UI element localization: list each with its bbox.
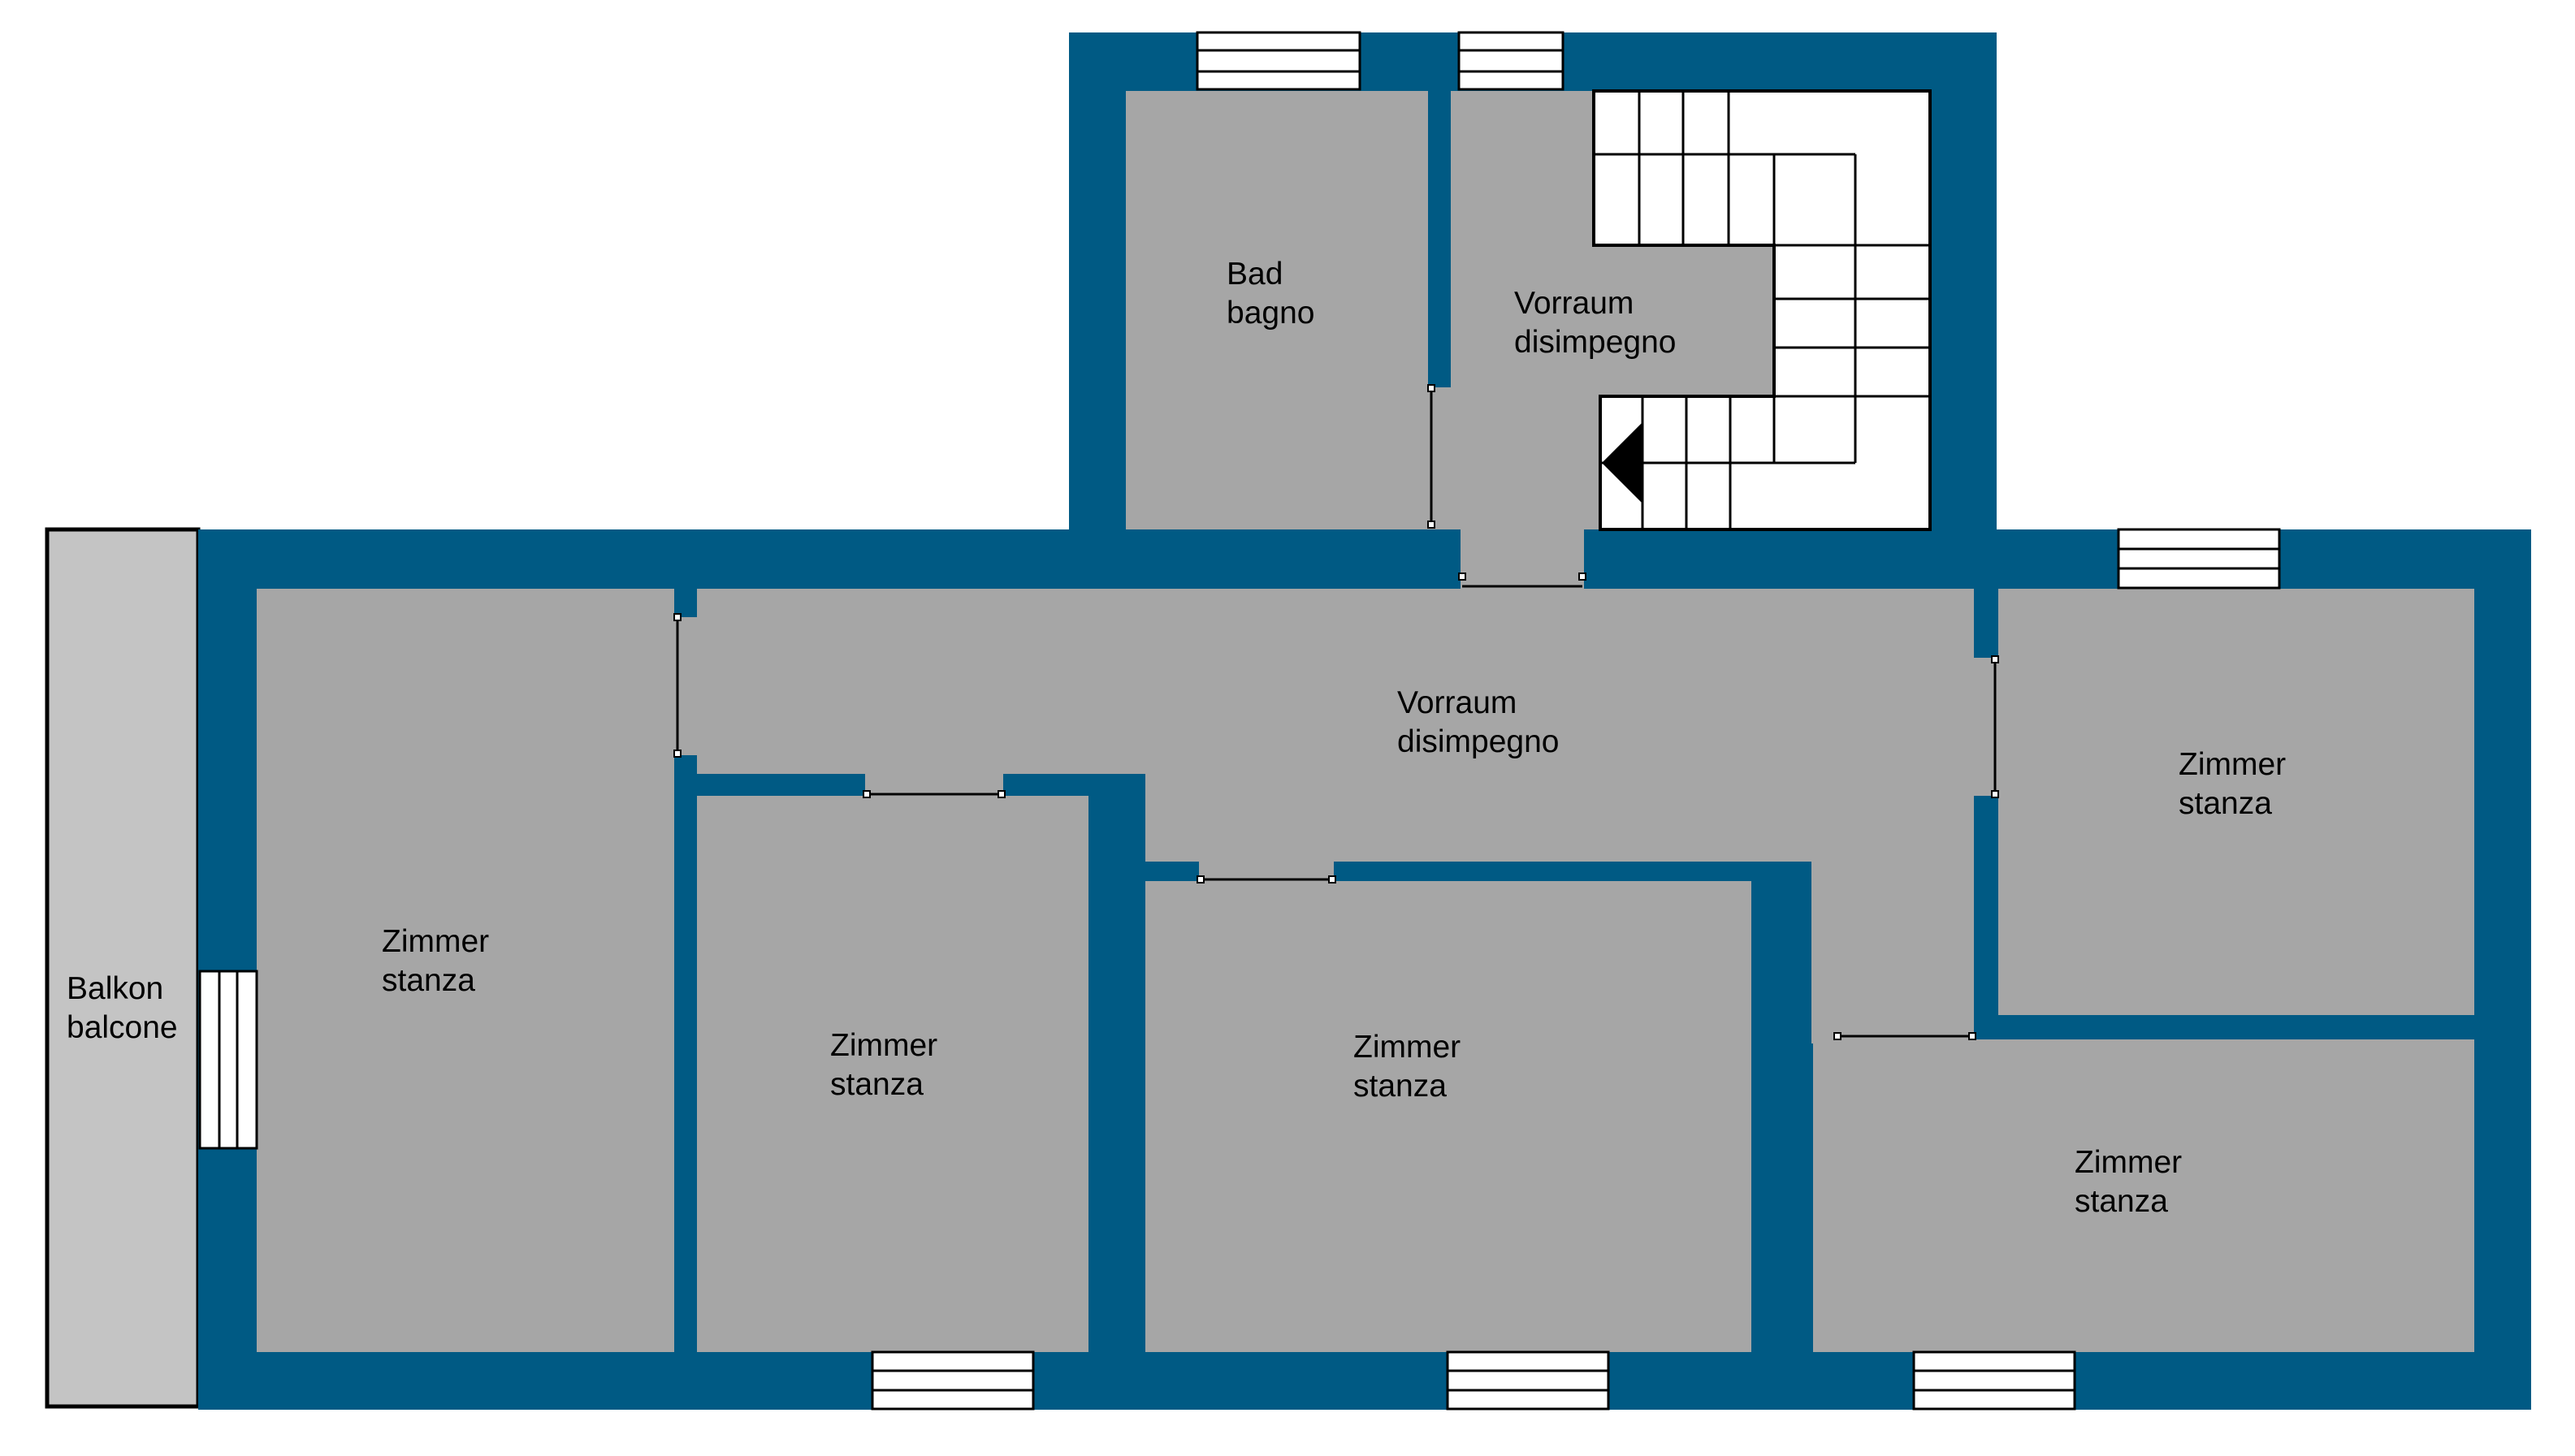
room-bad-floor xyxy=(1126,91,1428,529)
doorway-upper xyxy=(1461,524,1584,589)
wall-zimmer2-right xyxy=(1088,774,1145,1352)
room-zimmer-right-bottom-floor xyxy=(1813,1039,2474,1352)
room-zimmer-left-floor xyxy=(257,589,674,1352)
window-bad xyxy=(1196,31,1361,91)
staircase xyxy=(1592,89,1932,531)
window-vorraum-top xyxy=(1457,31,1564,91)
wall-bad-partition xyxy=(1428,91,1451,387)
room-zimmer-3-floor xyxy=(1145,881,1751,1352)
room-label-zimmer-right-bottom: Zimmer stanza xyxy=(2075,1145,2191,1219)
wall-zimmer3-right xyxy=(1751,862,1811,1352)
window-zimmer-right-top xyxy=(2117,528,2281,590)
window-zimmer-right-bottom xyxy=(1912,1350,2076,1411)
stair-direction-arrow-icon xyxy=(1602,422,1642,503)
room-label-zimmer-right-top: Zimmer stanza xyxy=(2179,747,2295,821)
room-zimmer-2-floor xyxy=(697,796,1088,1352)
room-vorraum-center-floor-c xyxy=(1811,589,1974,1043)
wall-right-rooms-divider xyxy=(1974,1015,2474,1039)
room-zimmer-right-top-floor xyxy=(1998,589,2474,1015)
room-label-zimmer-left: Zimmer stanza xyxy=(382,924,498,998)
room-label-balkon: Balkon balcone xyxy=(67,971,178,1045)
balcony xyxy=(45,527,201,1409)
room-label-zimmer-2: Zimmer stanza xyxy=(830,1028,946,1102)
windows xyxy=(198,31,2281,1411)
door-zimmer-2 xyxy=(865,773,1003,797)
room-label-zimmer-3: Zimmer stanza xyxy=(1353,1030,1469,1104)
door-lines xyxy=(676,390,1997,1038)
door-jambs xyxy=(673,384,1999,1040)
balcony-door xyxy=(198,970,258,1150)
stair-treads xyxy=(1594,91,1930,529)
room-label-bad: Bad bagno xyxy=(1227,257,1314,331)
window-zimmer-3 xyxy=(1446,1350,1610,1411)
room-label-vorraum-center: Vorraum disimpegno xyxy=(1397,685,1559,759)
room-label-vorraum-top: Vorraum disimpegno xyxy=(1514,286,1676,360)
window-zimmer-2 xyxy=(871,1350,1035,1411)
